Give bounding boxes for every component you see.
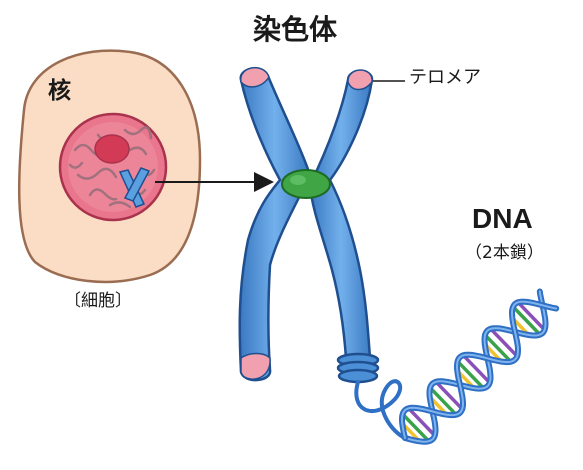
- telomere-bottom-left: [240, 352, 271, 380]
- base-pair: [516, 301, 546, 332]
- mini-chromosome: [118, 167, 151, 208]
- dna-coil: [336, 352, 380, 384]
- base-pair: [483, 333, 513, 363]
- base-pair: [489, 327, 519, 358]
- right-chromatid: [308, 69, 374, 366]
- dna-label: DNA: [472, 203, 533, 234]
- chromosome-label: 染色体: [253, 13, 338, 46]
- dna-double-helix: [354, 288, 560, 445]
- base-pair: [511, 305, 542, 336]
- base-pair: [462, 354, 491, 384]
- nucleus: [58, 112, 168, 222]
- nucleus-label: 核: [48, 78, 71, 104]
- telomere-label: テロメア: [409, 67, 481, 88]
- base-pair: [434, 380, 464, 411]
- dna-strand-b-highlight: [401, 300, 558, 439]
- cell-label: 〔細胞〕: [64, 291, 132, 311]
- centromere: [281, 169, 331, 199]
- base-pair: [428, 386, 458, 416]
- dna-tail: [354, 379, 407, 440]
- base-pair: [407, 407, 437, 437]
- base-pair: [401, 412, 431, 443]
- dna-subtitle-label: （2本鎖）: [465, 243, 544, 263]
- nucleolus: [94, 134, 130, 164]
- telomere-top-right: [347, 69, 373, 91]
- base-pair: [456, 360, 485, 390]
- left-chromatid: [238, 67, 312, 382]
- dna-strand-a-highlight: [404, 290, 547, 443]
- telomere-top-left: [240, 67, 270, 88]
- cell: [17, 49, 202, 284]
- chromosome: [238, 67, 380, 384]
